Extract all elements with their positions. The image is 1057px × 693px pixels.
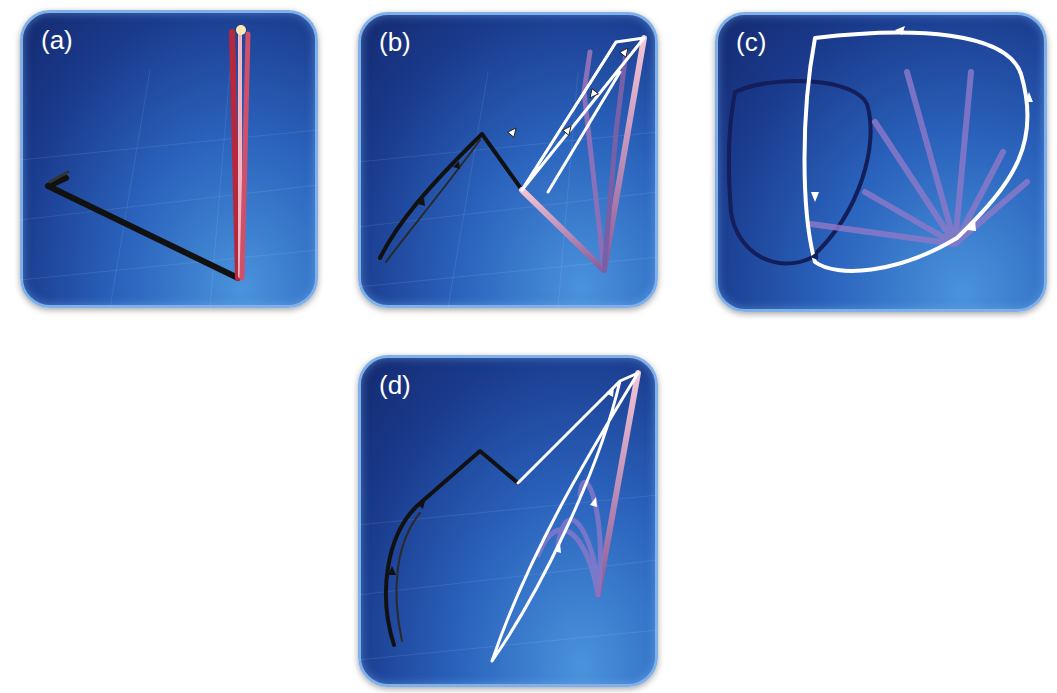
render-panel: (a) <box>20 10 318 308</box>
panel-label: (d) <box>379 370 411 400</box>
panel-label: (b) <box>379 27 411 57</box>
panel-label: (a) <box>41 25 73 55</box>
panel-label: (c) <box>736 27 766 57</box>
